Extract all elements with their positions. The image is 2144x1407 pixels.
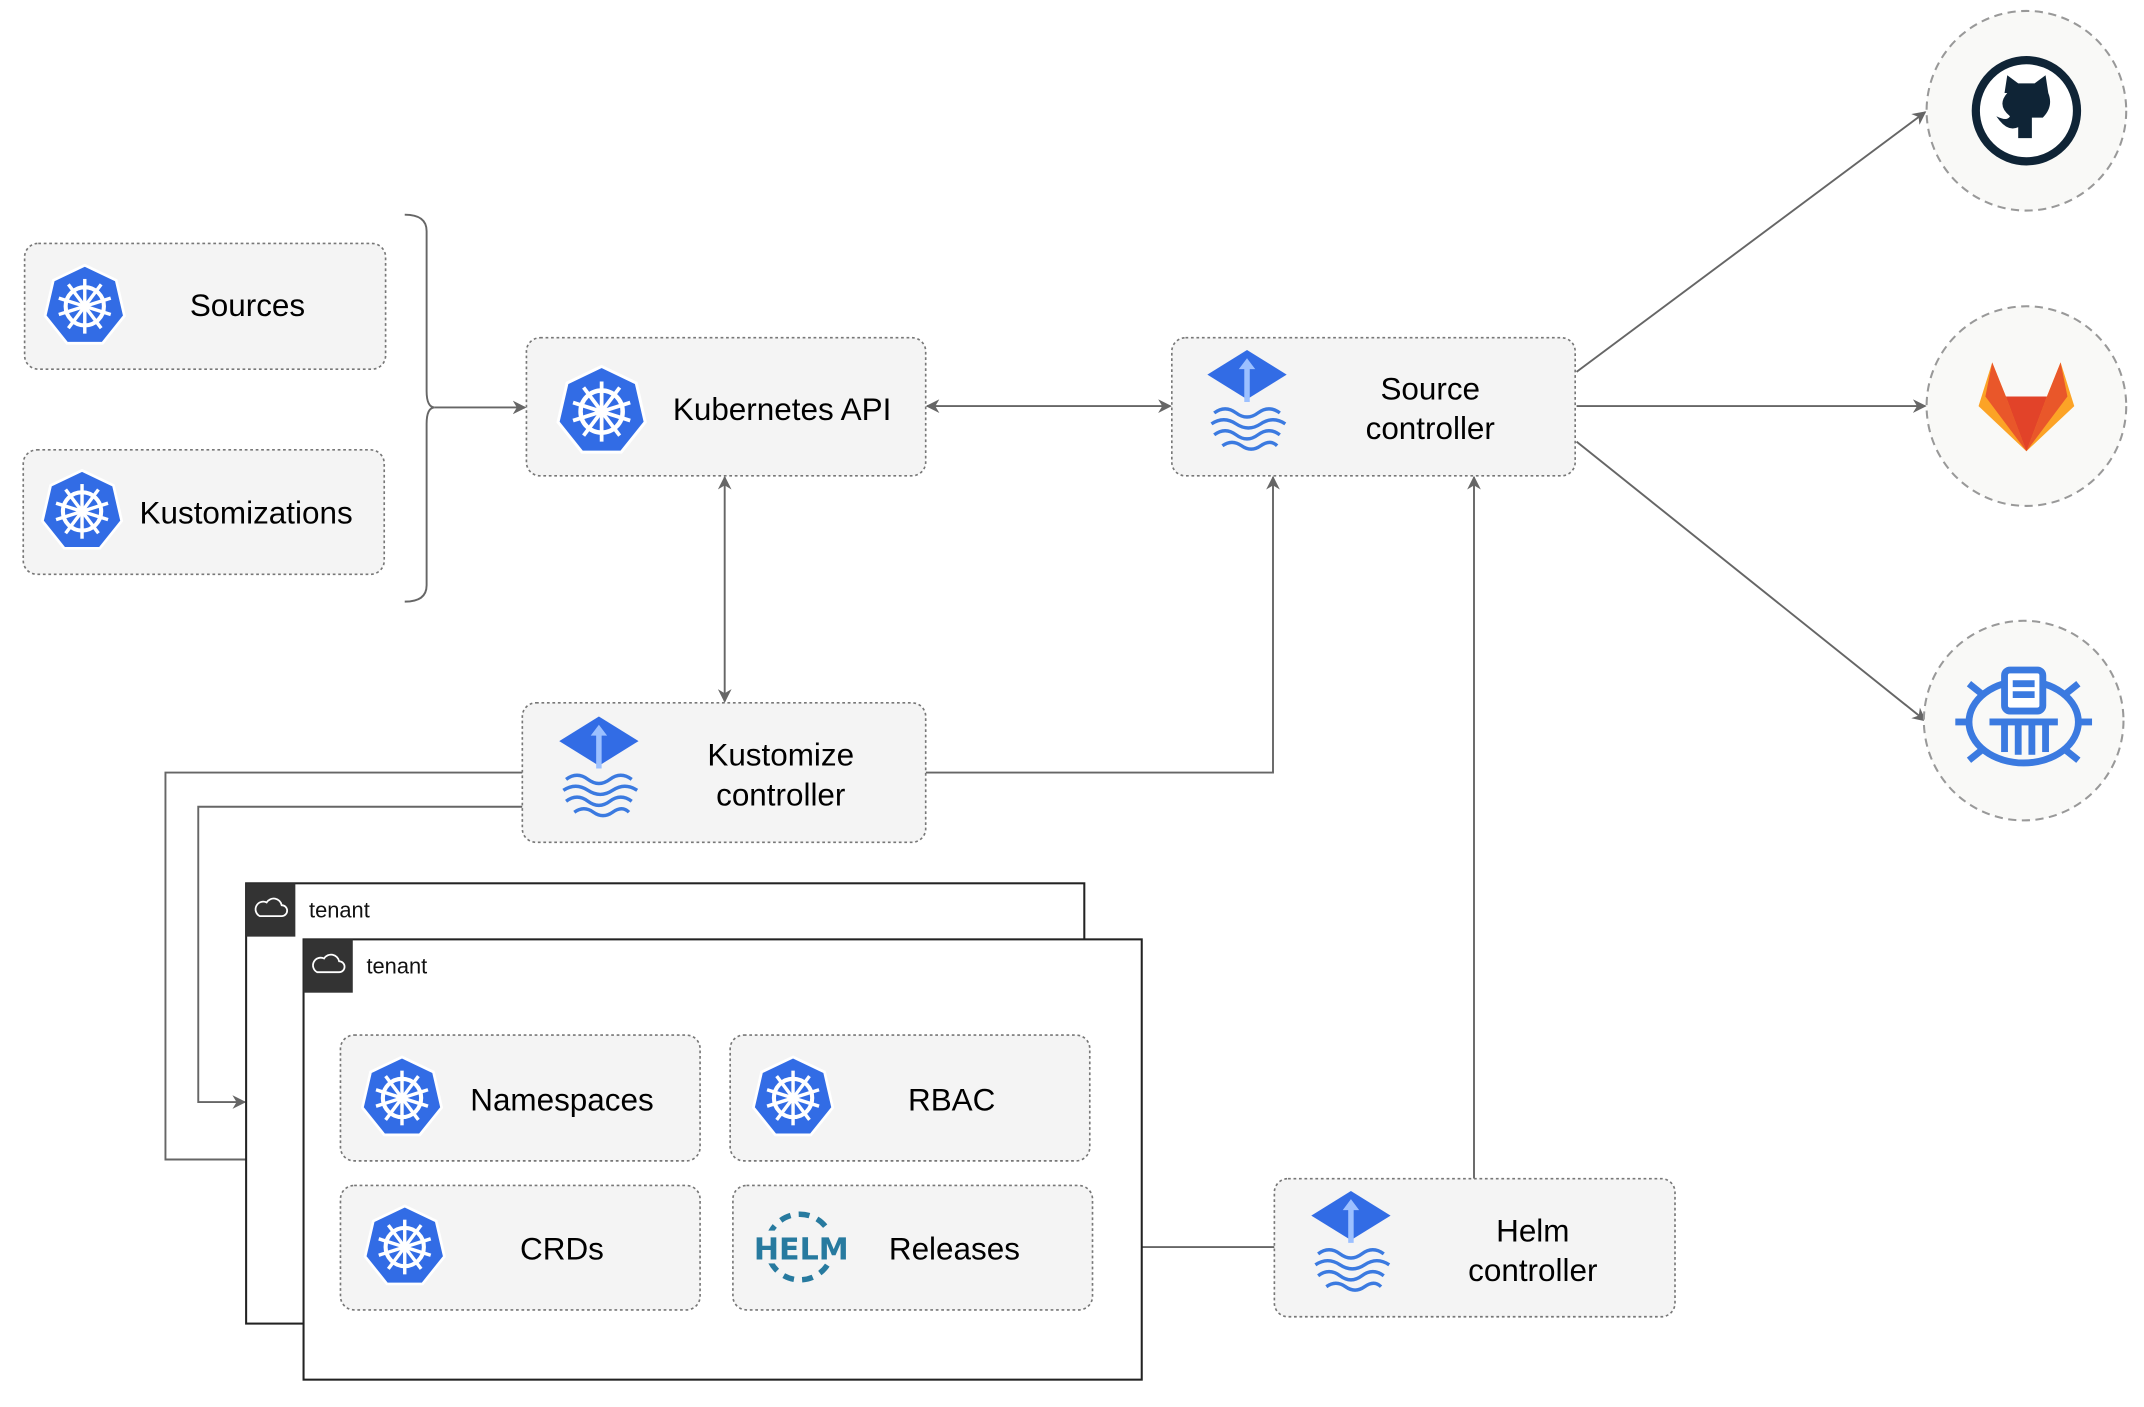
rbac-node: RBAC <box>729 1034 1091 1162</box>
crds-label: CRDs <box>520 1231 604 1266</box>
arrow-kustomize-tenant-front <box>164 771 523 1167</box>
releases-node: HELM Releases <box>732 1184 1094 1311</box>
arrow-kustomize-source <box>925 475 1280 774</box>
kustomize-controller-label: controller <box>716 777 845 812</box>
helm-controller-node: Helm controller <box>1273 1177 1676 1318</box>
source-controller-label: Source <box>1380 371 1480 406</box>
brace <box>404 213 435 603</box>
kustomizations-node: Kustomizations <box>22 449 386 576</box>
namespaces-node: Namespaces <box>339 1034 701 1162</box>
kustomize-controller-label: Kustomize <box>707 738 854 773</box>
source-controller-node: Source controller <box>1170 336 1577 477</box>
bucket-icon <box>1955 666 2093 767</box>
kustomizations-label: Kustomizations <box>140 496 353 531</box>
helm-controller-label: controller <box>1468 1253 1597 1288</box>
tenant-front: tenant Namespaces RBAC CRDs HELM Release… <box>302 938 1143 1381</box>
github-node <box>1925 9 2128 212</box>
helm-controller-label: Helm <box>1496 1214 1569 1249</box>
tenant-label: tenant <box>366 954 427 979</box>
arrow-source-bucket <box>1575 440 1927 722</box>
kubernetes-api-node: Kubernetes API <box>525 336 927 477</box>
kubernetes-api-label: Kubernetes API <box>673 392 891 427</box>
gitlab-icon <box>1978 362 2075 452</box>
gitlab-node <box>1925 305 2128 507</box>
bucket-node <box>1922 619 2125 822</box>
source-controller-label: controller <box>1366 411 1495 446</box>
arrow-kustomize-tenant-back <box>197 805 523 1109</box>
helm-icon: HELM <box>754 1211 849 1283</box>
sources-node: Sources <box>23 242 387 371</box>
rbac-label: RBAC <box>908 1082 995 1117</box>
helm-logo-text: HELM <box>754 1232 849 1267</box>
tenant-label: tenant <box>309 897 370 922</box>
sources-label: Sources <box>190 288 305 323</box>
github-icon <box>1971 56 2082 166</box>
crds-node: CRDs <box>339 1184 701 1311</box>
releases-label: Releases <box>889 1231 1020 1266</box>
namespaces-label: Namespaces <box>470 1082 653 1117</box>
arrow-source-github <box>1575 111 1927 373</box>
kustomize-controller-node: Kustomize controller <box>521 701 927 844</box>
